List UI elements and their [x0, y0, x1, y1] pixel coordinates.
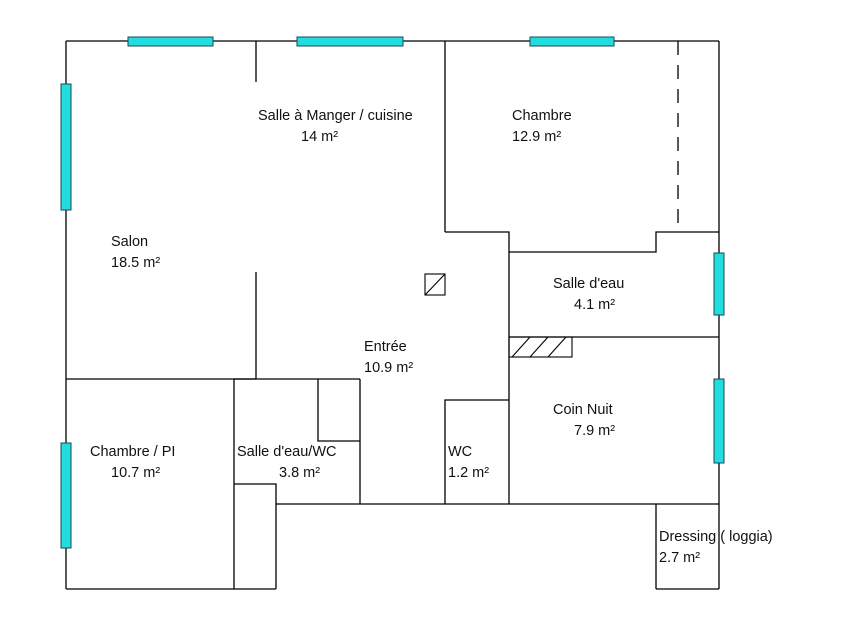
room-name-entree: Entrée — [364, 339, 407, 355]
wall-wc — [444, 399, 509, 504]
duct-salle-deau — [508, 336, 573, 358]
window-top-salon — [127, 36, 214, 47]
windows — [60, 36, 725, 549]
room-name-coin-nuit: Coin Nuit — [553, 402, 613, 418]
room-area-salle-deau-wc: 3.8 m² — [279, 465, 320, 481]
window-top-chambre — [529, 36, 615, 47]
room-area-wc: 1.2 m² — [448, 465, 489, 481]
ducts — [424, 273, 573, 358]
window-top-sam — [296, 36, 404, 47]
duct-hatch-1 — [511, 336, 531, 358]
room-area-salon: 18.5 m² — [111, 255, 160, 271]
room-labels: Salle à Manger / cuisine 14 m² Chambre 1… — [90, 108, 773, 566]
wall-sdewc-closet — [234, 483, 277, 589]
wall-sdewc-shower — [317, 379, 360, 442]
wall-chambre-bottom — [445, 231, 719, 253]
room-name-salle-deau-wc: Salle d'eau/WC — [237, 444, 336, 460]
room-name-chambre-pi: Chambre / PI — [90, 444, 175, 460]
duct-hatch-3 — [547, 336, 567, 358]
room-name-salle-a-manger: Salle à Manger / cuisine — [258, 108, 413, 124]
window-right-salle-deau — [713, 252, 725, 316]
room-name-wc: WC — [448, 444, 472, 460]
room-name-dressing: Dressing ( loggia) — [659, 529, 773, 545]
room-name-salon: Salon — [111, 234, 148, 250]
interior-walls — [66, 41, 719, 590]
room-area-coin-nuit: 7.9 m² — [574, 423, 615, 439]
room-area-chambre: 12.9 m² — [512, 129, 561, 145]
window-left-salon — [60, 83, 72, 211]
room-area-entree: 10.9 m² — [364, 360, 413, 376]
room-area-salle-deau: 4.1 m² — [574, 297, 615, 313]
window-left-chambre-pi — [60, 442, 72, 549]
room-area-salle-a-manger: 14 m² — [301, 129, 338, 145]
window-right-coin-nuit — [713, 378, 725, 464]
duct-hatch-2 — [529, 336, 549, 358]
duct-entree-hatch — [424, 273, 446, 296]
room-name-salle-deau: Salle d'eau — [553, 276, 624, 292]
room-name-chambre: Chambre — [512, 108, 572, 124]
room-area-dressing: 2.7 m² — [659, 550, 700, 566]
duct-entree — [424, 273, 446, 296]
room-area-chambre-pi: 10.7 m² — [111, 465, 160, 481]
